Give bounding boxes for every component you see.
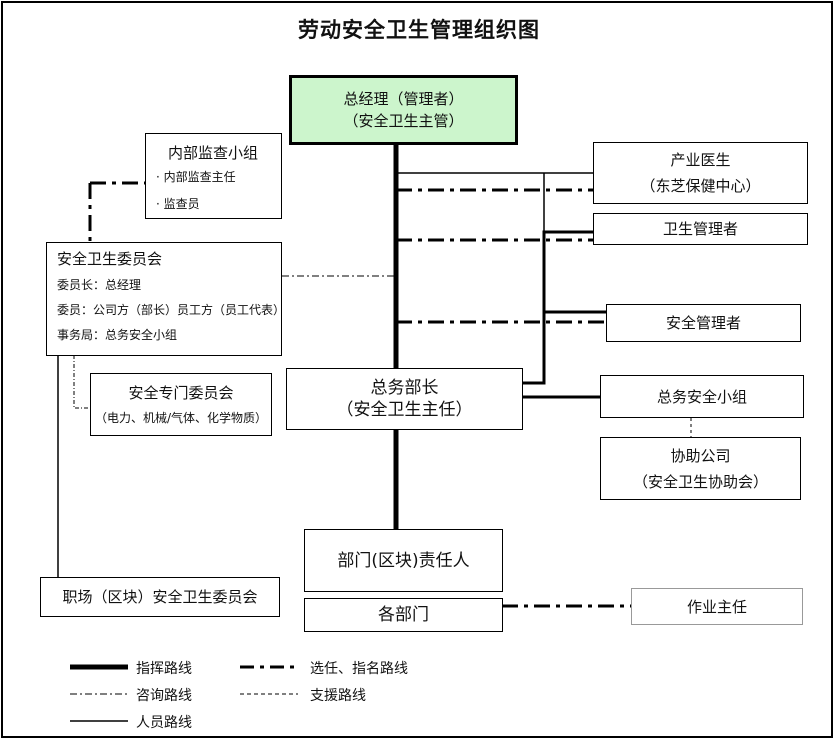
safety-committee-box: 安全卫生委员会 委员长：总经理 委员：公司方（部长）员工方（员工代表） 事务局：… — [46, 242, 286, 356]
gm-line1: 总经理（管理者） — [343, 90, 464, 108]
workplace-title: 职场（区块）安全卫生委员会 — [62, 588, 258, 606]
ga-safety-team-box: 总务安全小组 — [600, 375, 804, 418]
general-manager-box: 总经理（管理者） （安全卫生主管） — [289, 75, 518, 145]
workplace-committee-box: 职场（区块）安全卫生委员会 — [40, 577, 280, 617]
diagram-title: 劳动安全卫生管理组织图 — [298, 18, 540, 42]
audit-title: 内部监查小组 — [168, 144, 259, 162]
departments-label: 各部门 — [378, 605, 429, 625]
ga-director-bracket — [522, 230, 594, 385]
dept-head-box: 部门(区块)责任人 — [304, 529, 503, 592]
special-title: 安全专门委员会 — [128, 383, 234, 402]
audit-item1: · 内部监查主任 — [156, 170, 236, 184]
departments-box: 各部门 — [304, 598, 503, 632]
committee-members: 委员：公司方（部长）员工方（员工代表） — [57, 303, 286, 317]
legend-command-label: 指挥路线 — [136, 661, 192, 677]
legend-support-label: 支援路线 — [310, 688, 366, 704]
legend-appoint-label: 选任、指名路线 — [310, 661, 408, 677]
consult-line-special — [73, 355, 90, 409]
ga-director-line2: （安全卫生主任） — [336, 400, 473, 420]
legend-personnel-label: 人员路线 — [136, 715, 192, 731]
committee-chair: 委员长：总经理 — [57, 278, 142, 292]
work-lead-box: 作业主任 — [631, 588, 803, 625]
ga-director-box: 总务部长 （安全卫生主任） — [286, 368, 523, 430]
legend-consult-label: 咨询路线 — [136, 688, 192, 704]
partner-company-box: 协助公司 （安全卫生协助会） — [600, 437, 801, 500]
safety-manager-box: 安全管理者 — [606, 304, 801, 342]
hygiene-label: 卫生管理者 — [662, 220, 738, 238]
committee-secretariat: 事务局：总务安全小组 — [57, 328, 178, 342]
ga-team-label: 总务安全小组 — [656, 387, 747, 406]
doctor-line1: 产业医生 — [670, 151, 731, 169]
industrial-doctor-box: 产业医生 （东芝保健中心） — [593, 142, 808, 204]
doctor-line2: （东芝保健中心） — [640, 177, 761, 195]
dept-head-label: 部门(区块)责任人 — [337, 550, 470, 571]
audit-item2: · 监查员 — [156, 197, 200, 211]
committee-title: 安全卫生委员会 — [57, 250, 163, 268]
gm-line2: （安全卫生主管） — [343, 112, 464, 130]
partner-line1: 协助公司 — [670, 446, 731, 465]
internal-audit-box: 内部监查小组 · 内部监查主任 · 监查员 — [145, 133, 282, 219]
special-sub: （电力、机械/气体、化学物质） — [94, 410, 268, 425]
work-lead-label: 作业主任 — [686, 597, 747, 616]
hygiene-manager-box: 卫生管理者 — [593, 213, 808, 245]
safety-manager-label: 安全管理者 — [665, 314, 741, 332]
partner-line2: （安全卫生协助会） — [632, 472, 768, 491]
ga-director-line1: 总务部长 — [370, 378, 439, 398]
special-committee-box: 安全专门委员会 （电力、机械/气体、化学物质） — [90, 373, 272, 436]
